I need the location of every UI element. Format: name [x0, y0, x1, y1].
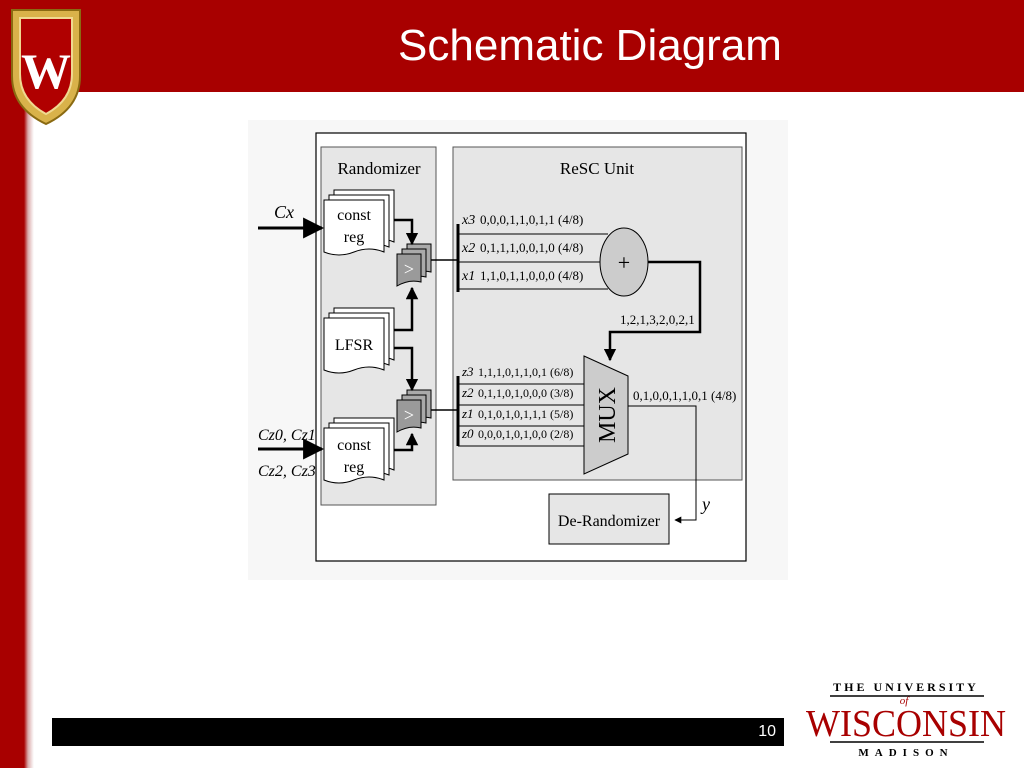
left-accent-bar	[0, 92, 34, 768]
sum-output-label: 1,2,1,3,2,0,2,1	[620, 312, 695, 327]
z1-name: z1	[461, 406, 474, 421]
input-cz01-label: Cz0, Cz1	[258, 427, 316, 444]
const-reg-bottom-line2: reg	[344, 459, 364, 476]
mux-output-label: 0,1,0,0,1,1,0,1 (4/8)	[633, 388, 736, 403]
slide-title: Schematic Diagram	[398, 21, 782, 70]
z3-name: z3	[461, 364, 474, 379]
const-reg-bottom: const reg	[323, 417, 395, 484]
input-cz23-label: Cz2, Cz3	[258, 463, 316, 480]
mux-label: MUX	[595, 387, 621, 443]
mux-block	[583, 355, 629, 475]
z2-bits: 0,1,1,0,1,0,0,0 (3/8)	[478, 386, 573, 400]
schematic-diagram: Randomizer ReSC Unit const reg LFSR	[248, 120, 788, 580]
x1-name: x1	[461, 269, 475, 284]
derandomizer-block	[548, 493, 670, 545]
x1-bits: 1,1,0,1,1,0,0,0 (4/8)	[480, 268, 583, 283]
wire-adder-to-mux	[603, 260, 702, 362]
z1-bits: 0,1,0,1,0,1,1,1 (5/8)	[478, 407, 573, 421]
const-reg-bottom-line1: const	[337, 437, 371, 454]
const-reg-top: const reg	[323, 189, 395, 256]
const-reg-top-line1: const	[337, 207, 371, 224]
lfsr-block: LFSR	[323, 307, 395, 374]
logo-line1: THE UNIVERSITY	[833, 680, 979, 694]
comparator-top: >	[396, 243, 432, 287]
comparator-bottom: >	[396, 389, 432, 433]
z0-bits: 0,0,0,1,0,1,0,0 (2/8)	[478, 427, 573, 441]
wire-lfsr-to-comp-bottom	[394, 346, 419, 392]
uw-crest-icon: W	[11, 9, 81, 126]
comparator-bottom-symbol: >	[404, 405, 414, 425]
page-number: 10	[758, 723, 776, 740]
randomizer-label: Randomizer	[337, 159, 420, 178]
uw-madison-logo: THE UNIVERSITY of WISCONSIN MADISON	[806, 680, 1006, 759]
lfsr-label: LFSR	[335, 337, 374, 354]
z2-name: z2	[461, 385, 474, 400]
z3-bits: 1,1,1,0,1,1,0,1 (6/8)	[478, 365, 573, 379]
wire-mux-output	[628, 405, 697, 524]
wire-lfsr-to-comp-top	[394, 286, 419, 332]
resc-unit-label: ReSC Unit	[560, 159, 634, 178]
input-cx-label: Cx	[274, 202, 294, 222]
logo-name: WISCONSIN	[806, 703, 1006, 745]
crest-letter: W	[21, 43, 71, 99]
wire-constreg2-to-comp	[394, 432, 419, 452]
output-y-label: y	[700, 494, 710, 514]
x3-bits: 0,0,0,1,1,0,1,1 (4/8)	[480, 212, 583, 227]
logo-line3: MADISON	[858, 747, 953, 759]
crest-inner-shield	[19, 17, 73, 116]
x2-name: x2	[461, 241, 475, 256]
const-reg-top-line2: reg	[344, 229, 364, 246]
footer-bar: 10	[52, 718, 784, 746]
adder-symbol: +	[618, 250, 630, 275]
schematic-svg: Randomizer ReSC Unit const reg LFSR	[248, 120, 788, 580]
logo-of: of	[900, 695, 911, 707]
derandomizer-label: De-Randomizer	[558, 513, 661, 530]
comparator-top-symbol: >	[404, 259, 414, 279]
x3-name: x3	[461, 213, 475, 228]
z0-name: z0	[461, 426, 474, 441]
x2-bits: 0,1,1,1,0,0,1,0 (4/8)	[480, 240, 583, 255]
title-bar	[0, 0, 1024, 92]
wire-constreg-to-comp	[394, 218, 419, 246]
